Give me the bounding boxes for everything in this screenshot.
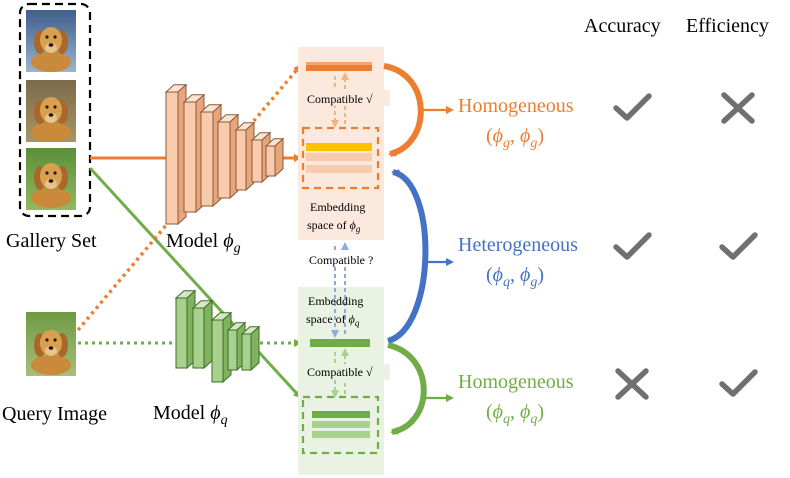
network-layer-block [191,299,214,370]
gallery-photo [26,148,76,210]
row-model-pair: (ϕq, ϕq) [486,401,544,427]
gallery-feature-bar [312,421,370,428]
embed-q-line1: Embedding [308,294,363,308]
model-g-label: Model ϕg [166,230,241,256]
network-layer-block [264,137,285,178]
homogeneous-g-curve [383,63,424,157]
query-image-label: Query Image [2,403,107,425]
model-g-network [164,83,285,226]
row-model-pair: (ϕg, ϕg) [486,125,544,151]
gallery-feature-bar [312,411,370,418]
comparison-rows: Homogeneous (ϕg, ϕg) Heterogeneous (ϕq, ϕg)… [458,92,758,427]
network-layer-block [216,113,240,200]
gallery-set-label: Gallery Set [6,230,97,252]
query-feature-bar-g [306,62,372,71]
cross-mark-icon [721,92,755,124]
label-bg [306,90,390,106]
efficiency-header: Efficiency [686,15,769,37]
query-feature-bar-q [310,339,370,347]
dog-photo-icon [31,163,71,208]
compatible-bottom-label: Compatible √ [307,365,373,379]
query-photo [26,312,76,376]
dog-photo-icon [31,330,71,375]
embedding-space-q-panel [298,287,384,475]
gallery-features-box-g [301,126,380,190]
row-name: Homogeneous [458,371,574,393]
comparison-row: Heterogeneous (ϕq, ϕg) [458,232,758,290]
gallery-feature-bar [306,153,372,161]
gallery-photo [26,80,76,142]
heterogeneous-curve [386,169,429,344]
model-q-label: Model ϕq [153,402,228,428]
label-bg [306,252,386,267]
homogeneous-q-curve [387,342,427,435]
embed-g-line2: space of ϕg [307,218,361,234]
label-bg [306,364,390,380]
network-layer-block [234,121,256,192]
gallery-set-frame [18,2,92,218]
gallery-feature-bar [312,431,370,438]
row-name: Homogeneous [458,95,574,117]
gallery-feature-bar [306,143,372,151]
check-mark-icon [719,232,758,260]
query-to-model-g-dotted-line [76,64,302,332]
check-mark-icon [613,232,652,260]
row-model-pair: (ϕq, ϕg) [486,264,544,290]
check-mark-icon [613,93,652,121]
accuracy-header: Accuracy [584,15,661,37]
network-layer-block [164,83,188,226]
gallery-photo [26,10,76,72]
row-name: Heterogeneous [458,234,578,256]
embed-g-line1: Embedding [310,200,365,214]
comparison-row: Homogeneous (ϕg, ϕg) [458,92,755,151]
cross-mark-icon [615,368,649,400]
dog-photo-icon [31,27,71,72]
dog-photo-icon [31,97,71,142]
network-layer-block [240,325,261,372]
compatible-mid-label: Compatible ? [309,253,373,267]
gallery-feature-bar [306,165,372,173]
model-q-network [174,289,261,384]
embed-q-line2: space of ϕq [306,312,360,328]
gallery-to-model-q-line [88,166,302,399]
network-layer-block [174,289,197,370]
comparison-row: Homogeneous (ϕq, ϕq) [458,368,758,427]
compatible-top-label: Compatible √ [307,92,373,106]
gallery-features-box-q [301,395,380,455]
bar-highlight [306,62,372,65]
check-mark-icon [719,369,758,397]
